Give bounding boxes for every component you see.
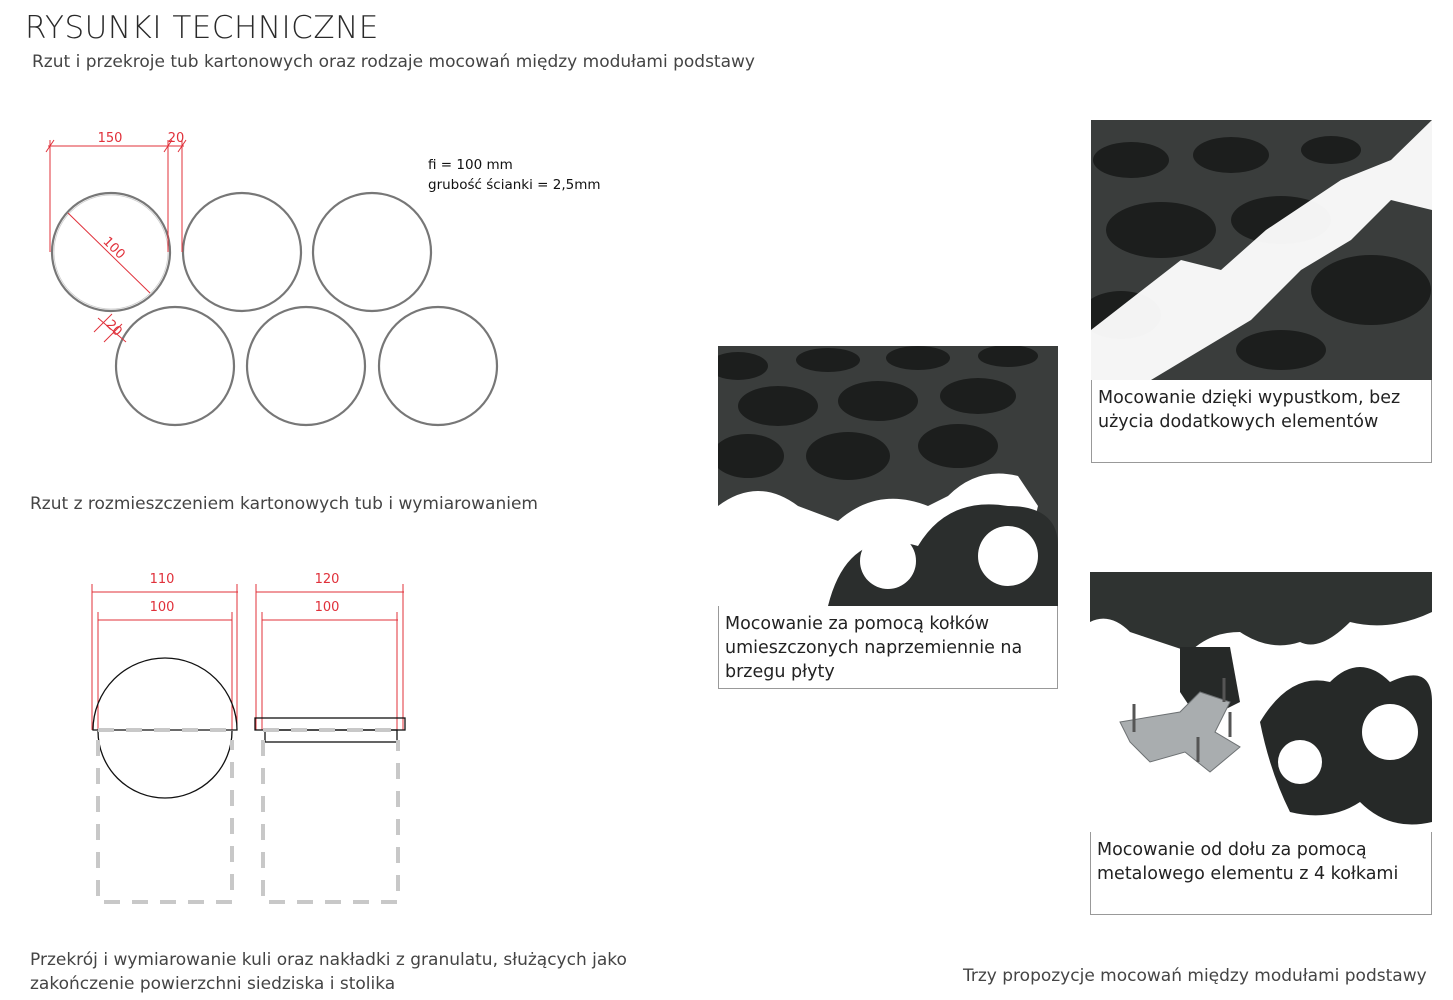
tube-circle bbox=[181, 191, 303, 313]
tube-circle bbox=[311, 191, 433, 313]
dimension-lines bbox=[91, 584, 404, 730]
section-drawing: 110 100 120 100 bbox=[91, 572, 406, 904]
ball-top-half bbox=[92, 657, 238, 731]
ball-inner-dim: 100 bbox=[150, 600, 175, 615]
page-title: RYSUNKI TECHNICZNE bbox=[25, 10, 379, 46]
tube-circle bbox=[245, 305, 367, 427]
tube-plan-drawing: 150 20 100 20 fi = 100 mm grubość ściank… bbox=[45, 131, 601, 427]
page-subtitle: Rzut i przekroje tub kartonowych oraz ro… bbox=[32, 52, 755, 72]
render-metal-cross-caption: Mocowanie od dołu za pomocą metalowego e… bbox=[1090, 832, 1432, 915]
section-caption: Przekrój i wymiarowanie kuli oraz nakład… bbox=[30, 948, 627, 996]
tube-outline-dashed bbox=[96, 728, 400, 904]
render-pins-caption: Mocowanie za pomocą kołków umieszczonych… bbox=[718, 606, 1058, 689]
caption-line: metalowego elementu z 4 kołkami bbox=[1097, 864, 1399, 884]
caption-line: Mocowanie dzięki wypustkom, bez bbox=[1098, 388, 1401, 408]
cap-inner-dim: 100 bbox=[315, 600, 340, 615]
render-metal-cross-mounting bbox=[1090, 572, 1432, 832]
note-diameter: fi = 100 mm bbox=[428, 157, 513, 173]
render-pins-mounting bbox=[718, 346, 1058, 606]
ball-outer-dim: 110 bbox=[150, 572, 175, 587]
dim-diameter-label: 100 bbox=[100, 234, 128, 262]
section-caption-line: Przekrój i wymiarowanie kuli oraz nakład… bbox=[30, 950, 627, 970]
dim-spacing-label: 150 bbox=[98, 131, 123, 146]
tube-circle bbox=[377, 305, 499, 427]
tube-circle bbox=[114, 305, 236, 427]
section-caption-line: zakończenie powierzchni siedziska i stol… bbox=[30, 974, 396, 994]
caption-line: brzegu płyty bbox=[725, 662, 835, 682]
tube-circle bbox=[50, 191, 172, 313]
render-tabs-caption: Mocowanie dzięki wypustkom, bez użycia d… bbox=[1091, 380, 1432, 463]
ball-bottom-half bbox=[97, 730, 233, 799]
cap-outer-dim: 120 bbox=[315, 572, 340, 587]
mountings-caption: Trzy propozycje mocowań między modułami … bbox=[963, 966, 1427, 986]
caption-line: Mocowanie za pomocą kołków bbox=[725, 614, 990, 634]
render-tabs-mounting bbox=[1091, 120, 1432, 380]
caption-line: użycia dodatkowych elementów bbox=[1098, 412, 1379, 432]
tube-circles bbox=[50, 191, 499, 427]
caption-line: umieszczonych naprzemiennie na bbox=[725, 638, 1023, 658]
caption-line: Mocowanie od dołu za pomocą bbox=[1097, 840, 1367, 860]
plan-caption: Rzut z rozmieszczeniem kartonowych tub i… bbox=[30, 494, 538, 514]
dim-gap-label: 20 bbox=[168, 131, 185, 146]
dimension-lines bbox=[45, 139, 187, 343]
note-wall-thickness: grubość ścianki = 2,5mm bbox=[428, 177, 601, 193]
